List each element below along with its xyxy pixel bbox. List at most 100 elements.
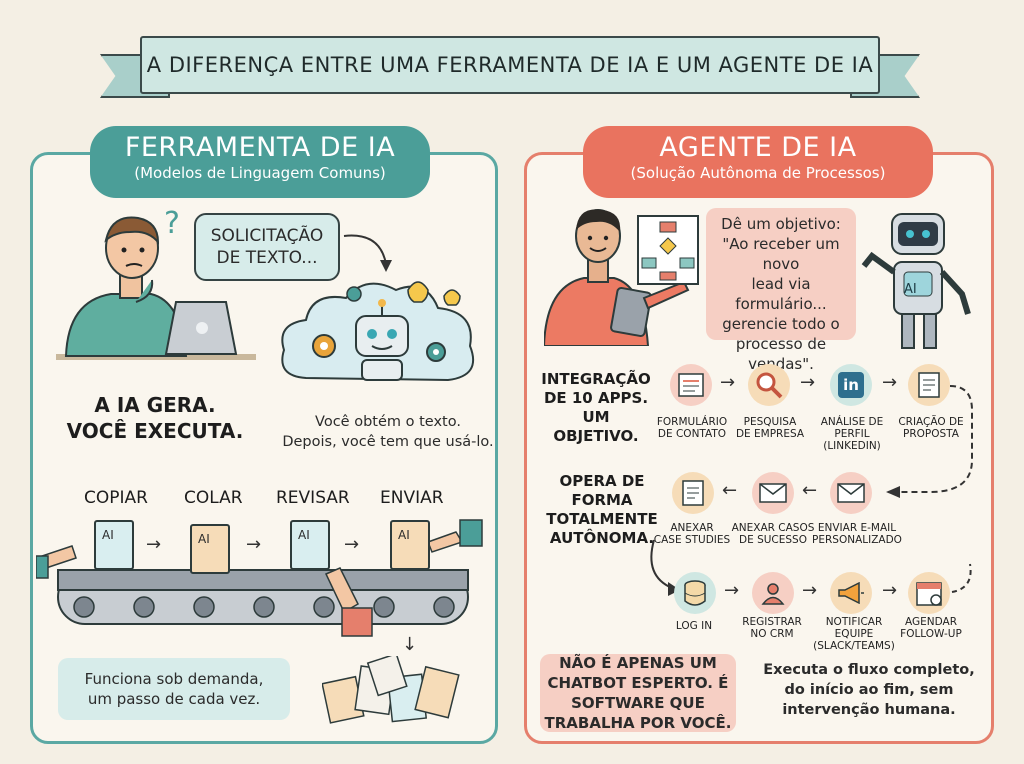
ai-document-icon: AI — [390, 520, 430, 570]
envelope-icon — [830, 472, 872, 514]
robot-ai-badge: AI — [904, 282, 917, 297]
conveyor-belt-illustration — [36, 519, 483, 637]
on-demand-note: Funciona sob demanda,um passo de cada ve… — [58, 658, 290, 720]
flow-connector-icon — [886, 385, 973, 498]
flowchart-board-icon — [637, 215, 699, 285]
request-line-2: DE TEXTO... — [216, 248, 318, 268]
title-banner: A DIFERENÇA ENTRE UMA FERRAMENTA DE IA E… — [100, 28, 920, 100]
step-copy: COPIAR — [84, 488, 148, 508]
label-line: (LINKEDIN) — [823, 440, 881, 452]
note-line-2: CHATBOT ESPERTO. É — [547, 674, 729, 692]
note-line-1: NÃO É APENAS UM — [559, 654, 717, 672]
flow-connector-icon — [951, 563, 972, 593]
arrow-right-icon: → — [720, 372, 736, 393]
objective-line-2: "Ao receber um novo — [722, 235, 840, 273]
curved-arrow-icon — [343, 234, 392, 272]
label-line: DE EMPRESA — [735, 428, 805, 440]
label-line: EQUIPE — [834, 628, 874, 640]
autonomous-line-1: OPERA DE FORMA — [559, 472, 645, 509]
final-line-2: do início ao fim, sem — [784, 682, 954, 698]
arrow-right-icon: → — [146, 534, 162, 555]
magnifier-icon — [748, 364, 790, 406]
autonomous-caption: OPERA DE FORMA TOTALMENTE AUTÔNOMA. — [536, 472, 668, 548]
user-icon — [752, 572, 794, 614]
caption-line-2: VOCÊ EXECUTA. — [66, 419, 244, 443]
autonomous-line-3: AUTÔNOMA. — [549, 529, 655, 547]
you-get-text-caption: Você obtém o texto. Depois, você tem que… — [278, 412, 498, 452]
megaphone-icon — [830, 572, 872, 614]
integration-line-3: UM OBJETIVO. — [553, 408, 639, 445]
ai-robot-illustration — [861, 213, 971, 349]
label-line: FOLLOW-UP — [900, 628, 962, 640]
label-line: (SLACK/TEAMS) — [813, 640, 895, 652]
note-line-4: TRABALHA POR VOCÊ. — [544, 714, 732, 732]
objective-line-5: processo de — [735, 335, 827, 353]
arrow-down-icon: ↓ — [402, 634, 418, 655]
banner-body: A DIFERENÇA ENTRE UMA FERRAMENTA DE IA E… — [140, 36, 880, 94]
objective-line-4: gerencie todo o — [722, 315, 840, 333]
label-line: PROPOSTA — [903, 428, 959, 440]
page-title: A DIFERENÇA ENTRE UMA FERRAMENTA DE IA E… — [146, 53, 874, 77]
label-line: CRIAÇÃO DE — [898, 416, 964, 428]
arrow-right-icon: → — [882, 372, 898, 393]
ai-document-icon: AI — [290, 520, 330, 570]
arrow-right-icon: → — [800, 372, 816, 393]
linkedin-icon: in — [830, 364, 872, 406]
person-at-laptop-illustration — [56, 216, 256, 360]
integration-caption: INTEGRAÇÃO DE 10 APPS. UM OBJETIVO. — [538, 370, 654, 446]
label-line: CASE STUDIES — [653, 534, 731, 546]
label-line: PESQUISA — [743, 416, 797, 428]
label-line: PERSONALIZADO — [812, 534, 902, 546]
integration-line-1: INTEGRAÇÃO — [541, 370, 651, 388]
arrow-right-icon: → — [724, 580, 740, 601]
integration-line-2: DE 10 APPS. — [543, 389, 649, 407]
ai-agent-header: AGENTE DE IA (Solução Autônoma de Proces… — [583, 126, 933, 198]
ai-agent-title: AGENTE DE IA — [659, 132, 857, 163]
objective-bubble: Dê um objetivo: "Ao receber um novo lead… — [706, 208, 856, 373]
final-line-1: Executa o fluxo completo, — [763, 662, 975, 678]
step-send: ENVIAR — [380, 488, 444, 508]
final-line-3: intervenção humana. — [782, 702, 956, 718]
full-flow-caption: Executa o fluxo completo, do início ao f… — [752, 660, 986, 720]
not-just-chatbot-note: NÃO É APENAS UM CHATBOT ESPERTO. É SOFTW… — [540, 654, 736, 732]
label-line: ENVIAR E-MAIL — [817, 522, 897, 534]
label-line: ANEXAR — [670, 522, 714, 534]
document-icon — [908, 364, 950, 406]
linkedin-glyph: in — [838, 372, 864, 398]
ai-tool-subtitle: (Modelos de Linguagem Comuns) — [134, 164, 386, 182]
label-line: DE CONTATO — [657, 428, 727, 440]
label-line: ANEXAR CASOS — [731, 522, 815, 534]
label-line: NOTIFICAR — [825, 616, 883, 628]
arrow-right-icon: → — [246, 534, 262, 555]
arrow-right-icon: → — [344, 534, 360, 555]
note-line-3: SOFTWARE QUE — [571, 694, 705, 712]
login-step-label: LOG IN — [656, 620, 732, 632]
request-line-1: SOLICITAÇÃO — [210, 226, 324, 246]
autonomous-line-2: TOTALMENTE — [546, 510, 658, 528]
objective-line-1: Dê um objetivo: — [721, 215, 841, 233]
caption-line-1: A IA GERA. — [94, 393, 216, 417]
arrow-left-icon: ← — [722, 480, 738, 501]
label-line: DE SUCESSO — [739, 534, 807, 546]
attachment-doc-icon — [672, 472, 714, 514]
ai-agent-subtitle: (Solução Autônoma de Processos) — [630, 164, 886, 182]
result-line-1: Você obtém o texto. — [315, 414, 461, 430]
database-icon — [674, 572, 716, 614]
arrow-left-icon: ← — [802, 480, 818, 501]
note-line-1: Funciona sob demanda, — [84, 670, 264, 688]
question-mark-icon: ? — [164, 206, 180, 241]
label-line: FORMULÁRIO — [656, 416, 728, 428]
label-line: PERFIL — [834, 428, 870, 440]
step-paste: COLAR — [184, 488, 243, 508]
envelope-icon — [752, 472, 794, 514]
